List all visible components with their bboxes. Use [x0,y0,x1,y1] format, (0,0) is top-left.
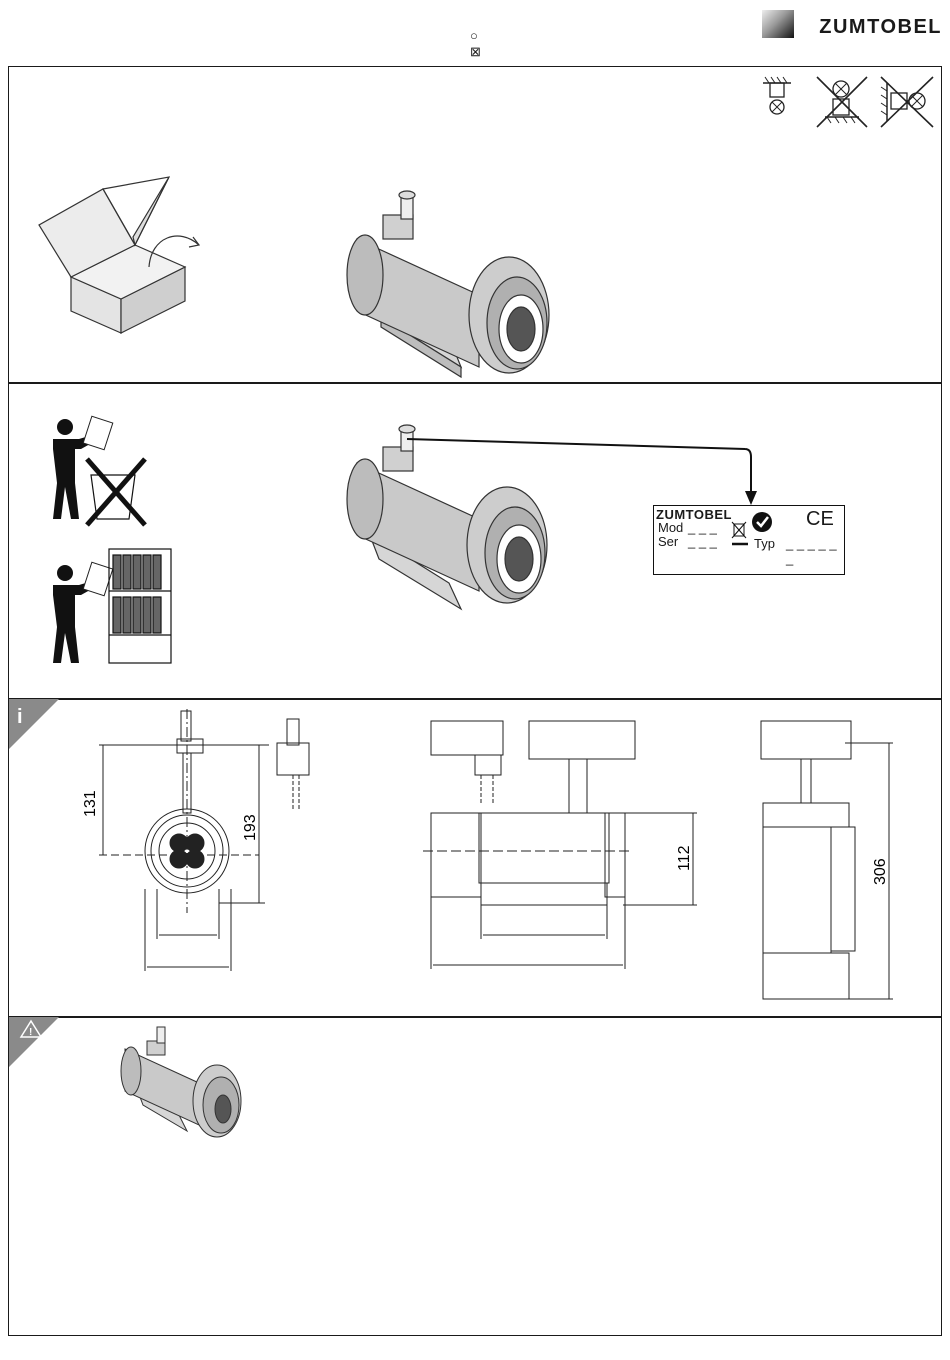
dim-131: 131 [82,790,99,817]
label-ser: Ser [658,534,678,549]
dim-112: 112 [676,845,693,871]
label-mod: Mod [658,520,683,535]
dim-193: 193 [242,814,259,841]
prohibited-waste-bin-icon [87,459,145,525]
surface-mount-prohibited-icon [817,77,867,127]
side-view-drawing [423,721,697,969]
label-ser-value: _ _ _ [688,534,717,549]
brand-logo-mark [762,10,794,38]
panel-unpacking [8,66,942,384]
crossed-bin-icon [732,522,748,544]
dim-306: 306 [872,858,889,885]
shelf-with-binders-icon [109,549,171,663]
brand-name: ZUMTOBEL [819,16,942,39]
panel-warning: ! [8,1016,942,1336]
panel-dimensions: i 131 193 [8,698,942,1018]
warning-badge-mark: ! [29,1027,32,1038]
spotlight-illustration [347,425,547,609]
panel-unpacking-graphics [9,67,943,385]
info-badge-letter: i [17,706,23,728]
label-mod-value: _ _ _ [688,520,717,535]
dimension-drawings: i 131 193 [9,699,943,1019]
spotlight-illustration-small [121,1027,241,1137]
wall-mount-prohibited-icon [881,77,933,127]
panel-documentation: ZUMTOBEL Mod _ _ _ Ser _ _ _ Typ _ _ _ _… [8,382,942,700]
open-box-illustration [39,177,199,333]
ceiling-mount-allowed-icon [763,77,791,114]
certification-mark-icon [752,512,772,532]
symbol-crossed-box: ⊠ [470,44,481,60]
person-filing-manual-icon [53,562,113,663]
label-ce-mark: CE [806,508,834,531]
spotlight-illustration [347,191,549,377]
adapter-detail-drawing [277,719,309,811]
panel-warning-graphics: ! [9,1017,943,1337]
weee-and-cert-icons [730,510,774,550]
label-pointer-arrow [407,439,751,495]
type-label-card: ZUMTOBEL Mod _ _ _ Ser _ _ _ Typ _ _ _ _… [653,505,845,575]
label-typ-value: _ _ _ _ _ _ [786,536,844,566]
symbol-circle: ○ [470,28,478,43]
